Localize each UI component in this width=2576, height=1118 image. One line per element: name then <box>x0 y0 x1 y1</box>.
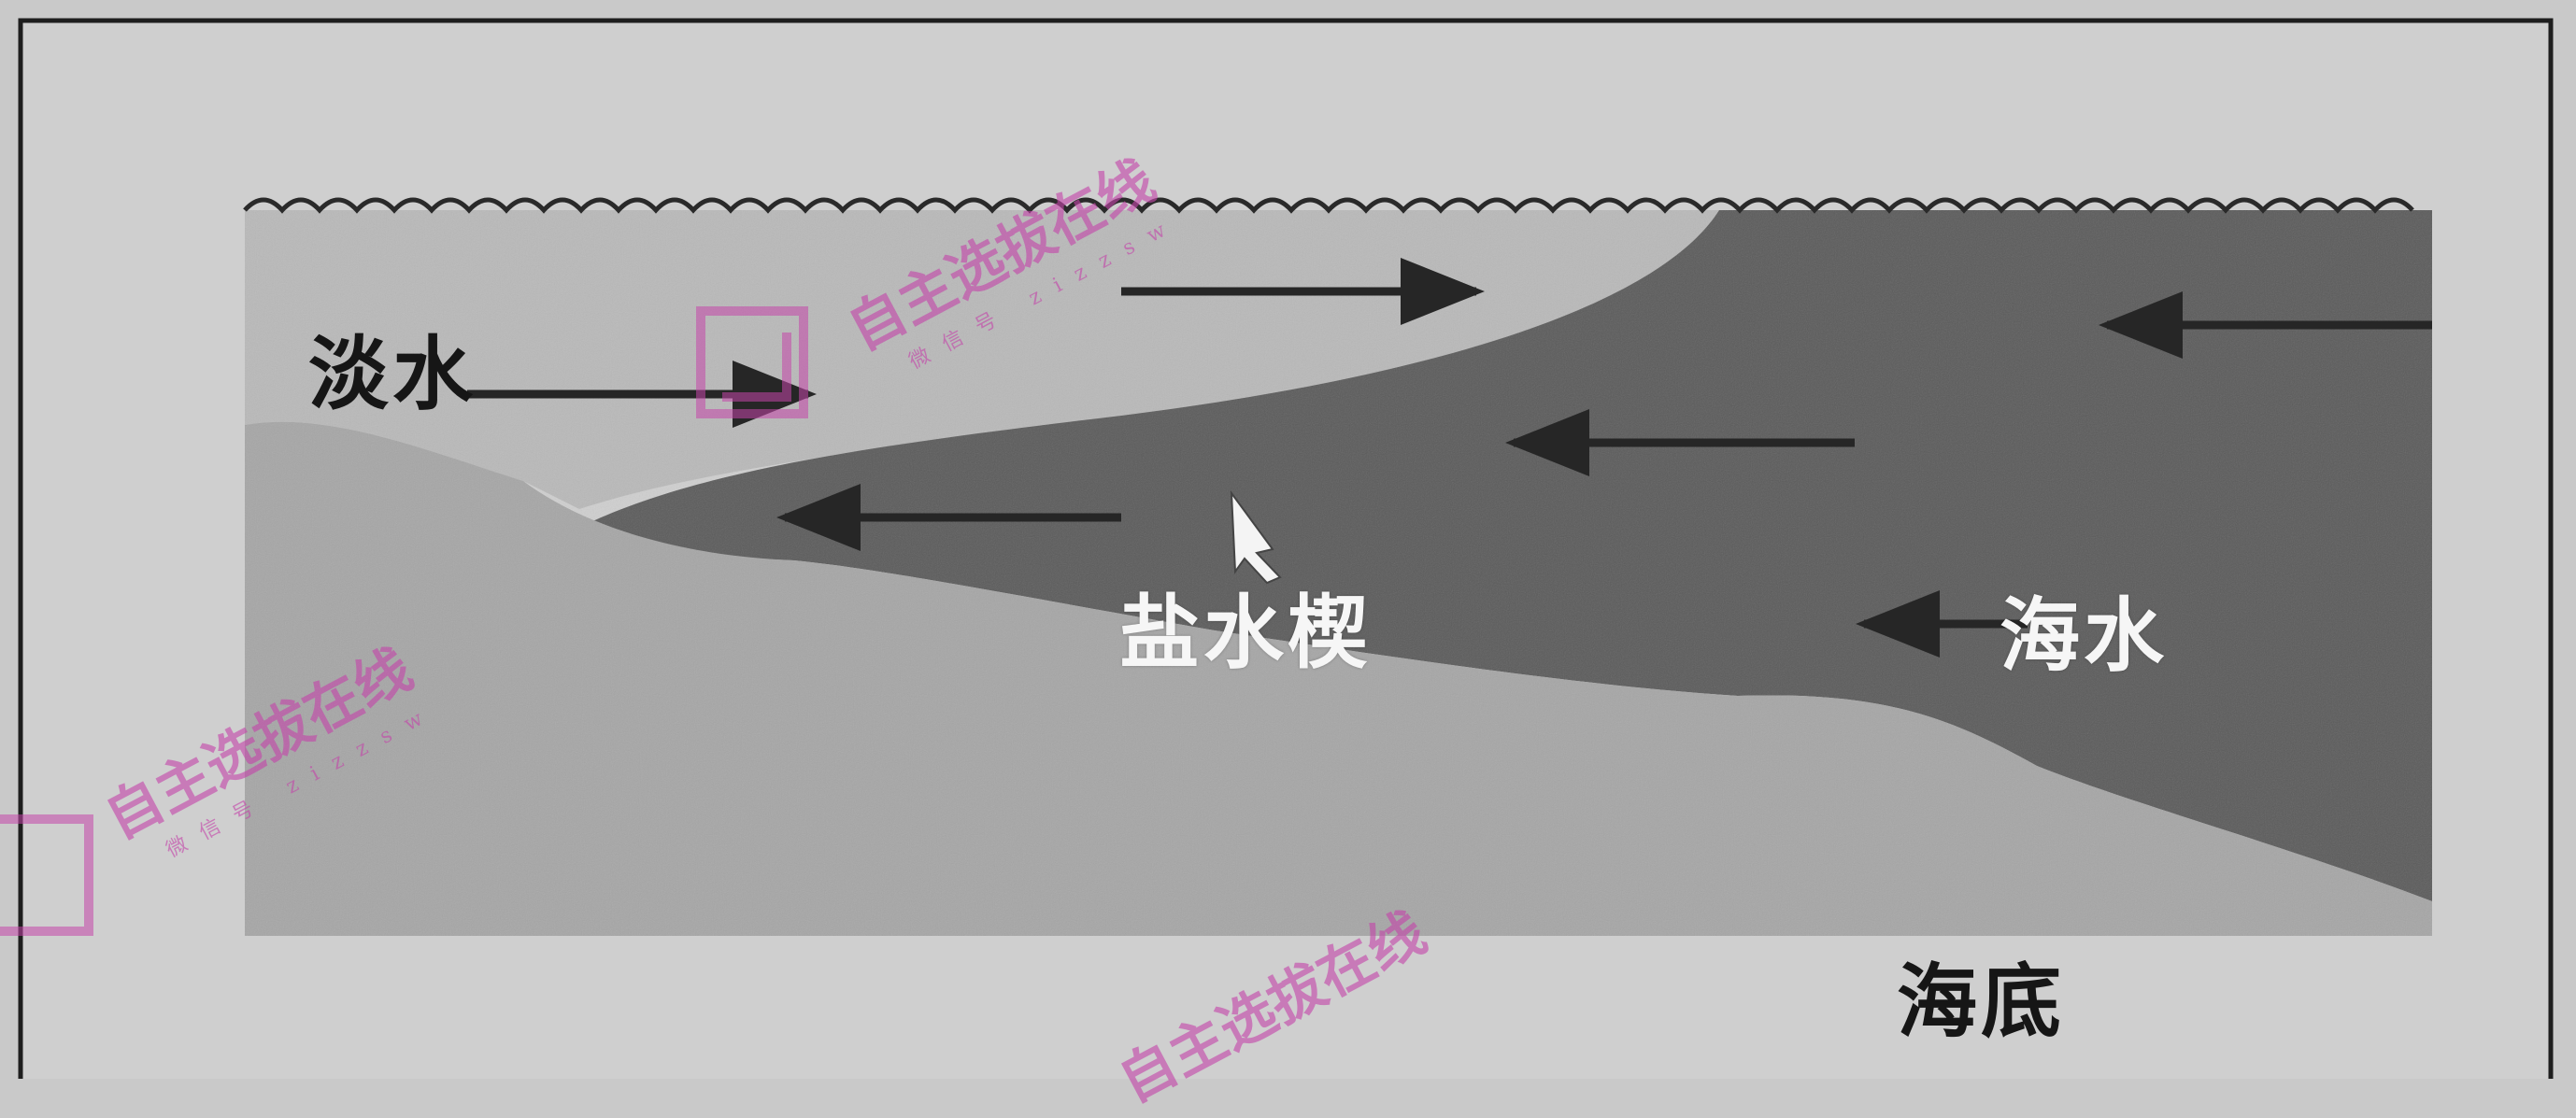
salt-wedge-label: 盐水楔 <box>1119 587 1372 680</box>
grain-texture <box>245 210 2432 936</box>
salt-wedge-diagram: 淡水 盐水楔 海水 海底 自主选拔在线 微信号 zizzsw 自主选拔在线 微信… <box>0 18 2554 1115</box>
seawater-label: 海水 <box>2000 589 2168 683</box>
watermark-logo <box>696 306 808 418</box>
diagram-canvas <box>18 18 2554 1079</box>
seabed-label: 海底 <box>1897 955 2065 1049</box>
salt-wedge-pointer <box>1230 489 1282 585</box>
water-surface-wave <box>243 197 2414 214</box>
watermark-logo <box>0 814 93 936</box>
freshwater-label: 淡水 <box>308 328 477 421</box>
